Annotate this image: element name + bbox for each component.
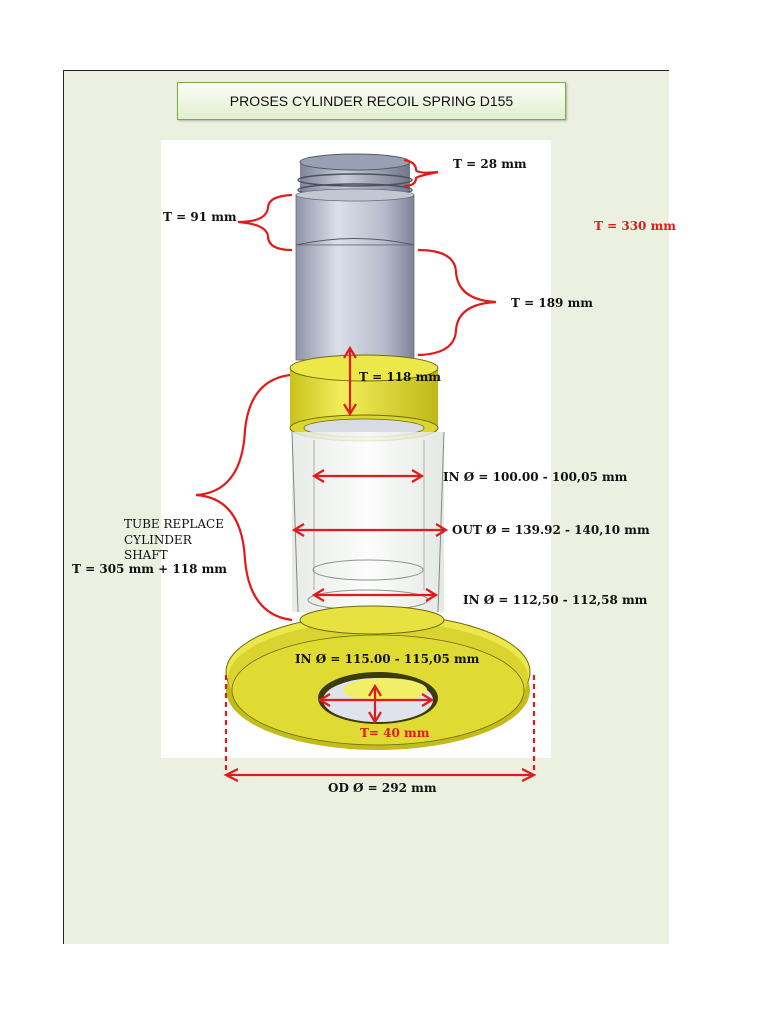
label-t-118: T = 118 mm [359,370,441,384]
brace-189mm [417,248,497,357]
title-box: PROSES CYLINDER RECOIL SPRING D155 [177,82,566,120]
yellow-collar [289,354,439,442]
label-t-189: T = 189 mm [511,296,593,310]
shaft-top-cap [297,153,413,197]
label-in-dia-115: IN Ø = 115.00 - 115,05 mm [295,652,480,666]
transparent-tube [291,431,445,613]
dimension-annotations [195,158,537,782]
brace-91mm [237,193,293,252]
label-in-dia-100: IN Ø = 100.00 - 100,05 mm [443,470,628,484]
label-t-40: T= 40 mm [360,726,430,740]
label-od-292: OD Ø = 292 mm [328,781,437,795]
shaft-lower-section [295,238,415,361]
label-in-dia-112: IN Ø = 112,50 - 112,58 mm [463,593,648,607]
page-title: PROSES CYLINDER RECOIL SPRING D155 [229,93,514,109]
brace-tube [195,373,293,622]
label-shaft: SHAFT [124,548,168,562]
label-t-330: T = 330 mm [594,219,676,233]
label-tube-total: T = 305 mm + 118 mm [72,562,227,576]
label-t-28: T = 28 mm [453,157,527,171]
shaft-upper-section [295,188,415,246]
label-t-91: T = 91 mm [163,210,237,224]
label-cylinder: CYLINDER [124,533,192,547]
label-out-dia-140: OUT Ø = 139.92 - 140,10 mm [452,523,650,537]
label-tube-replace: TUBE REPLACE [124,517,224,531]
brace-28mm [403,158,439,188]
